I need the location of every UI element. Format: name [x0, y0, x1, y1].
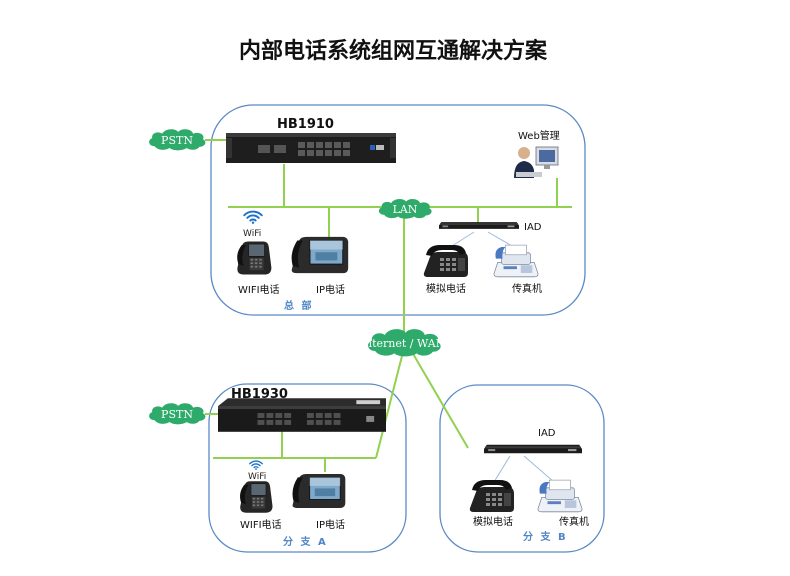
hb1910-device-icon: [226, 133, 396, 163]
hb1930-device-icon: [218, 398, 386, 432]
pstn-cloud-branch-a: PSTN: [149, 403, 206, 425]
line-iad-fax-b: [523, 455, 555, 483]
iad-label-branch-b: IAD: [538, 428, 556, 439]
fax-label-branch-b: 传真机: [559, 515, 589, 528]
lan-cloud-label: LAN: [393, 203, 418, 216]
line-iad-analog-b: [493, 455, 511, 483]
line-iad-analog-hq: [451, 231, 475, 247]
wifi-icon-branch-a: [249, 460, 263, 470]
ip-phone-label: IP电话: [316, 283, 345, 296]
link-wan-iad-b: [411, 351, 469, 449]
branch-a-site-label: 分 支 A: [283, 535, 328, 548]
pstn-cloud-hq: PSTN: [149, 129, 206, 151]
ip-phone-icon-branch-a: [292, 473, 346, 509]
hb1910-label: HB1910: [277, 117, 334, 132]
analog-phone-icon: [423, 245, 468, 277]
analog-phone-label-branch-b: 模拟电话: [473, 515, 513, 528]
wifi-badge-label-branch-a: WiFi: [248, 472, 266, 482]
fax-icon: [493, 244, 539, 278]
branch-b-site-label: 分 支 B: [523, 530, 568, 543]
wifi-phone-icon-branch-a: [239, 480, 273, 514]
iad-device-icon: [439, 222, 519, 229]
hq-region: [210, 104, 586, 316]
ip-phone-label-branch-a: IP电话: [316, 518, 345, 531]
ip-phone-icon: [291, 236, 349, 274]
pstn-cloud-hq-label: PSTN: [161, 134, 193, 147]
wifi-phone-label-branch-a: WIFI电话: [240, 518, 282, 531]
fax-label: 传真机: [512, 282, 542, 295]
line-iad-fax-hq: [487, 231, 513, 247]
iad-label: IAD: [524, 222, 542, 233]
branch-a-region: [208, 383, 407, 553]
link-wan-branch-a: [375, 351, 404, 459]
web-admin-icon: [514, 146, 559, 178]
iad-device-icon-branch-b: [484, 444, 582, 454]
wifi-phone-label: WIFI电话: [238, 283, 280, 296]
analog-lines: [451, 231, 555, 483]
wan-cloud: Internet / WAN: [361, 329, 446, 357]
lan-cloud: LAN: [378, 198, 432, 219]
pstn-cloud-branch-a-label: PSTN: [161, 408, 193, 421]
wan-cloud-label: Internet / WAN: [361, 337, 446, 350]
wifi-badge-label: WiFi: [243, 229, 261, 239]
hq-site-label: 总 部: [284, 299, 313, 312]
fax-icon-branch-b: [537, 479, 583, 513]
branch-b-region: [439, 384, 605, 553]
page-title: 内部电话系统组网互通解决方案: [239, 38, 548, 64]
wifi-phone-icon: [236, 241, 272, 275]
wifi-icon: [243, 210, 263, 224]
analog-phone-icon-branch-b: [469, 480, 514, 512]
analog-phone-label: 模拟电话: [426, 282, 466, 295]
web-admin-label: Web管理: [518, 129, 560, 142]
